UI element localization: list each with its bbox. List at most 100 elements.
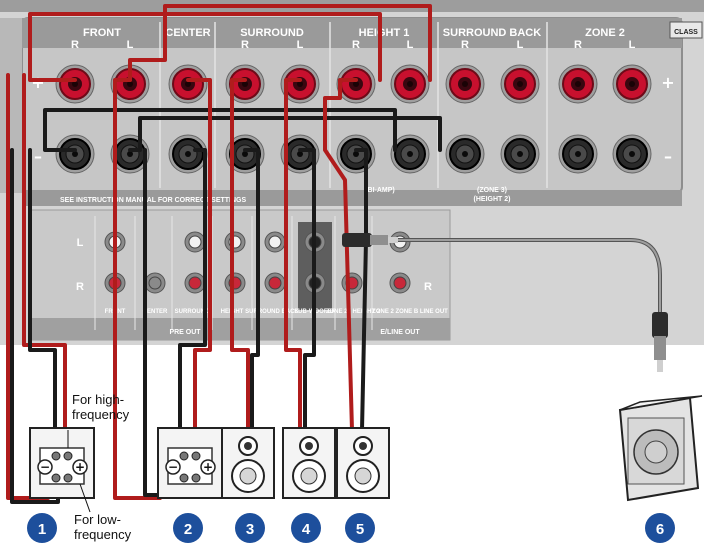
- label-height1-l: L: [407, 39, 414, 51]
- plus-sign-right: +: [661, 73, 674, 92]
- class-label: CLASS: [674, 29, 698, 36]
- label-front: FRONT: [83, 27, 121, 39]
- negative-terminal-3: [168, 134, 208, 174]
- label-zone2-r: R: [574, 39, 582, 51]
- rca-jack-top-core-2: [188, 235, 202, 249]
- preout-column-label-8: ZONE 2 ZONE B LINE OUT: [372, 309, 448, 315]
- negative-terminal-11: [612, 134, 652, 174]
- note-low-line2: frequency: [74, 527, 132, 542]
- subwoofer: [618, 395, 703, 502]
- rca-jack-bottom-core-5: [268, 276, 282, 290]
- negative-terminal-6: [336, 134, 376, 174]
- badge-number-2: 2: [184, 521, 192, 538]
- badge-5: 5: [345, 513, 375, 543]
- cable-3-black: [243, 148, 260, 432]
- cable-5-red: [323, 78, 358, 432]
- badge-number-1: 1: [38, 521, 46, 538]
- terminal-footer-bar: [22, 190, 682, 206]
- cable-5-black: [354, 148, 368, 432]
- positive-terminal-6: [336, 64, 376, 104]
- label-surround-r: R: [241, 39, 249, 51]
- rca-jack-bottom-core-8: [393, 276, 407, 290]
- label-center: CENTER: [165, 27, 210, 39]
- positive-terminals: [55, 64, 652, 104]
- positive-terminal-10: [558, 64, 598, 104]
- zone3-label: (ZONE 3): [477, 187, 507, 194]
- rca-label-l: L: [77, 237, 84, 249]
- badge-4: 4: [291, 513, 321, 543]
- label-surround: SURROUND: [240, 27, 304, 39]
- minus-sign-left: –: [34, 147, 42, 166]
- subwoofer-cable-highlight: [369, 239, 661, 316]
- speaker-5: [336, 427, 390, 499]
- cable-1-black-high: [28, 148, 57, 464]
- class-badge: [669, 21, 703, 39]
- badge-number-5: 5: [356, 521, 364, 538]
- cable-center-black: [178, 148, 207, 464]
- cable-center-red: [186, 78, 212, 464]
- terminal-group-labels: FRONT R L CENTER SURROUND R L HEIGHT 1 R…: [71, 27, 636, 51]
- cable-biamp-red-loop: [28, 12, 382, 82]
- positive-terminal-1: [55, 64, 95, 104]
- cable-biamp-black-loop: [43, 108, 397, 152]
- panel-left-edge: [0, 18, 22, 193]
- badge-6: 6: [645, 513, 675, 543]
- positive-terminal-9: [500, 64, 540, 104]
- preout-column-label-5: SURROUND BACK: [245, 309, 299, 315]
- preout-label: PRE OUT: [169, 329, 201, 336]
- badge-number-6: 6: [656, 521, 664, 538]
- note-high-line1: For high-: [72, 392, 124, 407]
- label-height1-r: R: [352, 39, 360, 51]
- positive-terminal-8: [445, 64, 485, 104]
- lineout-label: E/LINE OUT: [380, 329, 420, 336]
- label-surround-back: SURROUND BACK: [443, 27, 541, 39]
- label-surround-l: L: [297, 39, 304, 51]
- negative-terminals: [55, 134, 652, 174]
- cable-3-red: [230, 78, 250, 432]
- preout-column-label-2: CENTER: [143, 309, 168, 315]
- svg-text:+: +: [203, 460, 213, 474]
- rca-label-r: R: [76, 281, 84, 293]
- badge-2: 2: [173, 513, 203, 543]
- label-surround-back-r: R: [461, 39, 469, 51]
- note-low-line1: For low-: [74, 512, 121, 527]
- label-height1: HEIGHT 1: [359, 27, 410, 39]
- badge-number-3: 3: [246, 521, 254, 538]
- terminal-header-bar: [22, 18, 682, 48]
- label-front-r: R: [71, 39, 79, 51]
- group-dividers: [159, 22, 548, 188]
- preout-column-label-7: ZONE 2 / HEIGHT 2: [326, 309, 381, 315]
- speaker-1-biamp: − +: [29, 427, 95, 499]
- negative-terminal-1: [55, 134, 95, 174]
- speaker-2: − +: [157, 427, 223, 499]
- positive-terminal-11: [612, 64, 652, 104]
- front-speakers: [221, 427, 390, 499]
- negative-terminal-4: [225, 134, 265, 174]
- rca-plug-subwoofer: [652, 312, 668, 372]
- positive-terminal-7: [390, 64, 430, 104]
- badge-1: 1: [27, 513, 57, 543]
- label-surround-back-l: L: [517, 39, 524, 51]
- rca-jack-top-core-4: [268, 235, 282, 249]
- svg-text:−: −: [40, 460, 50, 474]
- badge-3: 3: [235, 513, 265, 543]
- label-front-l: L: [127, 39, 134, 51]
- badge-number-4: 4: [302, 521, 311, 538]
- rca-label-r2: R: [424, 281, 432, 293]
- svg-text:+: +: [75, 460, 85, 474]
- cable-4-red: [284, 78, 302, 432]
- positive-terminal-3: [168, 64, 208, 104]
- cable-4-black: [298, 148, 316, 432]
- cable-biamp-red-loop-2: [128, 4, 432, 82]
- note-high-line2: frequency: [72, 407, 130, 422]
- frequency-notes: For high- frequency For low- frequency: [67, 392, 132, 542]
- label-zone2: ZONE 2: [585, 27, 625, 39]
- svg-text:−: −: [168, 460, 178, 474]
- rca-jack-bottom-core-3: [188, 276, 202, 290]
- rca-plug-panel: [342, 233, 398, 247]
- negative-terminal-10: [558, 134, 598, 174]
- positive-terminal-2: [110, 64, 150, 104]
- plus-sign-left: +: [31, 73, 44, 92]
